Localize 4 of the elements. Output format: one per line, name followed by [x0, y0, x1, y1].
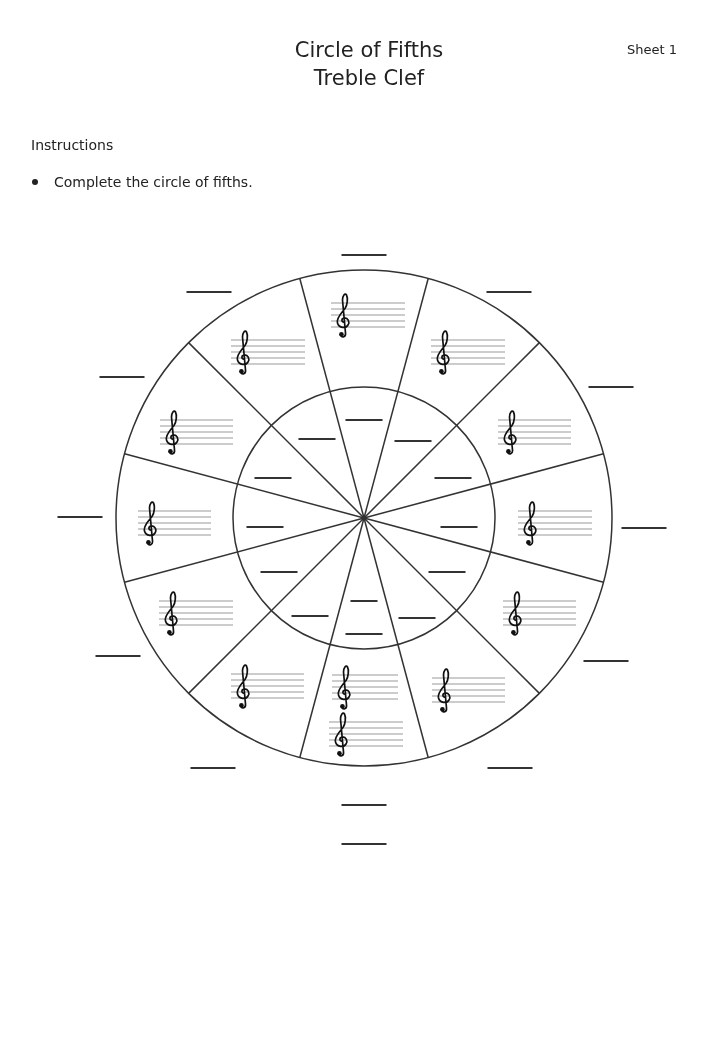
instructions-heading: Instructions — [31, 136, 114, 154]
instruction-text: Complete the circle of fifths. — [54, 173, 253, 191]
worksheet-title: Circle of Fifths Treble Clef — [293, 37, 445, 92]
sheet-number: Sheet 1 — [627, 41, 677, 59]
